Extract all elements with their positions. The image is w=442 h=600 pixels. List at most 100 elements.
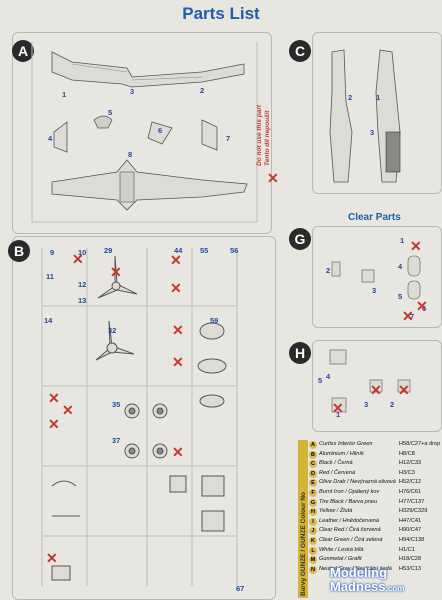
- part-number: 1: [400, 236, 405, 245]
- legend-letter: A: [309, 441, 317, 449]
- cross-mark: ✕: [172, 322, 184, 338]
- watermark-line: Madness: [330, 579, 386, 594]
- part-number: 1: [376, 93, 381, 102]
- brand-label: Barvy GUNZE / GUNZE Colour No: [300, 491, 307, 596]
- part-number: 29: [104, 246, 113, 255]
- legend-letter: I: [309, 517, 317, 526]
- watermark-line: Modeling: [330, 565, 388, 580]
- sprue-g-parts: [331, 255, 421, 300]
- cross-mark: ✕: [398, 382, 410, 398]
- part-number: 7: [226, 134, 231, 143]
- part-number: 55: [200, 246, 209, 255]
- legend-letter: H: [309, 508, 317, 517]
- legend-letter: G: [309, 498, 317, 507]
- legend-code: H3/C3: [399, 469, 415, 476]
- part-number: 56: [230, 246, 239, 255]
- brand-strip: [298, 440, 308, 598]
- part-number: 32: [108, 326, 117, 335]
- cross-mark: ✕: [110, 264, 122, 280]
- legend-letter: D: [309, 469, 317, 478]
- legend-name: Yellow / Žlutá: [319, 508, 353, 515]
- part-number: 44: [174, 246, 183, 255]
- legend-name: Neutral Gray / Neutrální šedá: [319, 565, 392, 572]
- legend-code: H329/C329: [399, 508, 428, 515]
- legend-letter: F: [309, 488, 317, 497]
- legend-name: Red / Červená: [319, 469, 356, 476]
- legend-name: Clear Green / Čirá zelená: [319, 536, 383, 543]
- part-number: 67: [236, 584, 245, 593]
- cross-mark: ✕: [416, 298, 428, 314]
- cross-mark: ✕: [170, 252, 182, 268]
- cross-mark: ✕: [172, 444, 184, 460]
- part-number: 6: [158, 126, 163, 135]
- cross-mark: ✕: [370, 382, 382, 398]
- part-number: 5: [318, 376, 323, 385]
- legend-code: H76/C61: [399, 488, 422, 495]
- part-number: 4: [48, 134, 53, 143]
- sprue-g-frame: [312, 226, 442, 328]
- part-number: 3: [364, 400, 369, 409]
- part-number: 37: [112, 436, 121, 445]
- legend-code: H90/C47: [399, 527, 422, 534]
- legend-name: Aluminium / Hliník: [319, 450, 364, 457]
- legend-code: H1/C1: [399, 546, 415, 553]
- part-number: 35: [112, 400, 121, 409]
- part-number: 2: [326, 266, 331, 275]
- cross-mark: ✕: [410, 238, 422, 254]
- legend-code: H12/C33: [399, 460, 422, 467]
- cross-mark: ✕: [332, 400, 344, 416]
- part-number: 5: [108, 108, 113, 117]
- cross-mark: ✕: [170, 280, 182, 296]
- sprue-h-parts: [329, 349, 411, 413]
- part-number: 2: [200, 86, 205, 95]
- cross-mark: ✕: [402, 308, 414, 324]
- legend-code: H47/C41: [399, 517, 422, 524]
- legend-code: H58/C27+a drop of 37/43: [399, 441, 442, 447]
- sprue-b-badge: B: [8, 240, 30, 262]
- sprue-a-parts: [31, 42, 258, 223]
- legend-name: Tire Black / Barva pneu: [319, 498, 378, 505]
- cross-mark: ✕: [46, 550, 58, 566]
- legend-name: Olive Drab / Nevýrazná olivová: [319, 479, 396, 486]
- part-number: 4: [398, 262, 403, 271]
- part-number: 1: [336, 410, 341, 419]
- legend-letter: M: [309, 556, 317, 565]
- part-number: 59: [210, 316, 219, 325]
- sprue-c-parts: [329, 49, 401, 183]
- legend-letter: E: [309, 479, 317, 488]
- part-number: 9: [50, 248, 55, 257]
- warning-text: Tento díl nepoužít: [264, 110, 271, 166]
- clear-parts-heading: Clear Parts: [348, 212, 401, 223]
- sprue-c-badge: C: [289, 40, 311, 62]
- legend-code: H8/C8: [399, 450, 415, 457]
- legend-code: H94/C138: [399, 536, 425, 543]
- part-number: 7: [410, 312, 415, 321]
- part-number: 1: [62, 90, 67, 99]
- cross-mark: ✕: [48, 416, 60, 432]
- cross-mark: ✕: [62, 402, 74, 418]
- part-number: 13: [78, 296, 87, 305]
- legend-name: Gunmetal / Grafit: [319, 556, 362, 563]
- legend-name: Leather / Hnědočervená: [319, 517, 380, 524]
- legend-letter: L: [309, 546, 317, 555]
- legend-name: Burnt Iron / Opálený kov: [319, 488, 380, 495]
- part-number: 14: [44, 316, 53, 325]
- part-number: 11: [46, 272, 54, 281]
- legend-code: H53/C13: [399, 565, 422, 572]
- part-number: 5: [398, 292, 403, 301]
- sprue-g-badge: G: [289, 228, 311, 250]
- cross-mark: ✕: [72, 251, 84, 267]
- part-number: 2: [390, 400, 395, 409]
